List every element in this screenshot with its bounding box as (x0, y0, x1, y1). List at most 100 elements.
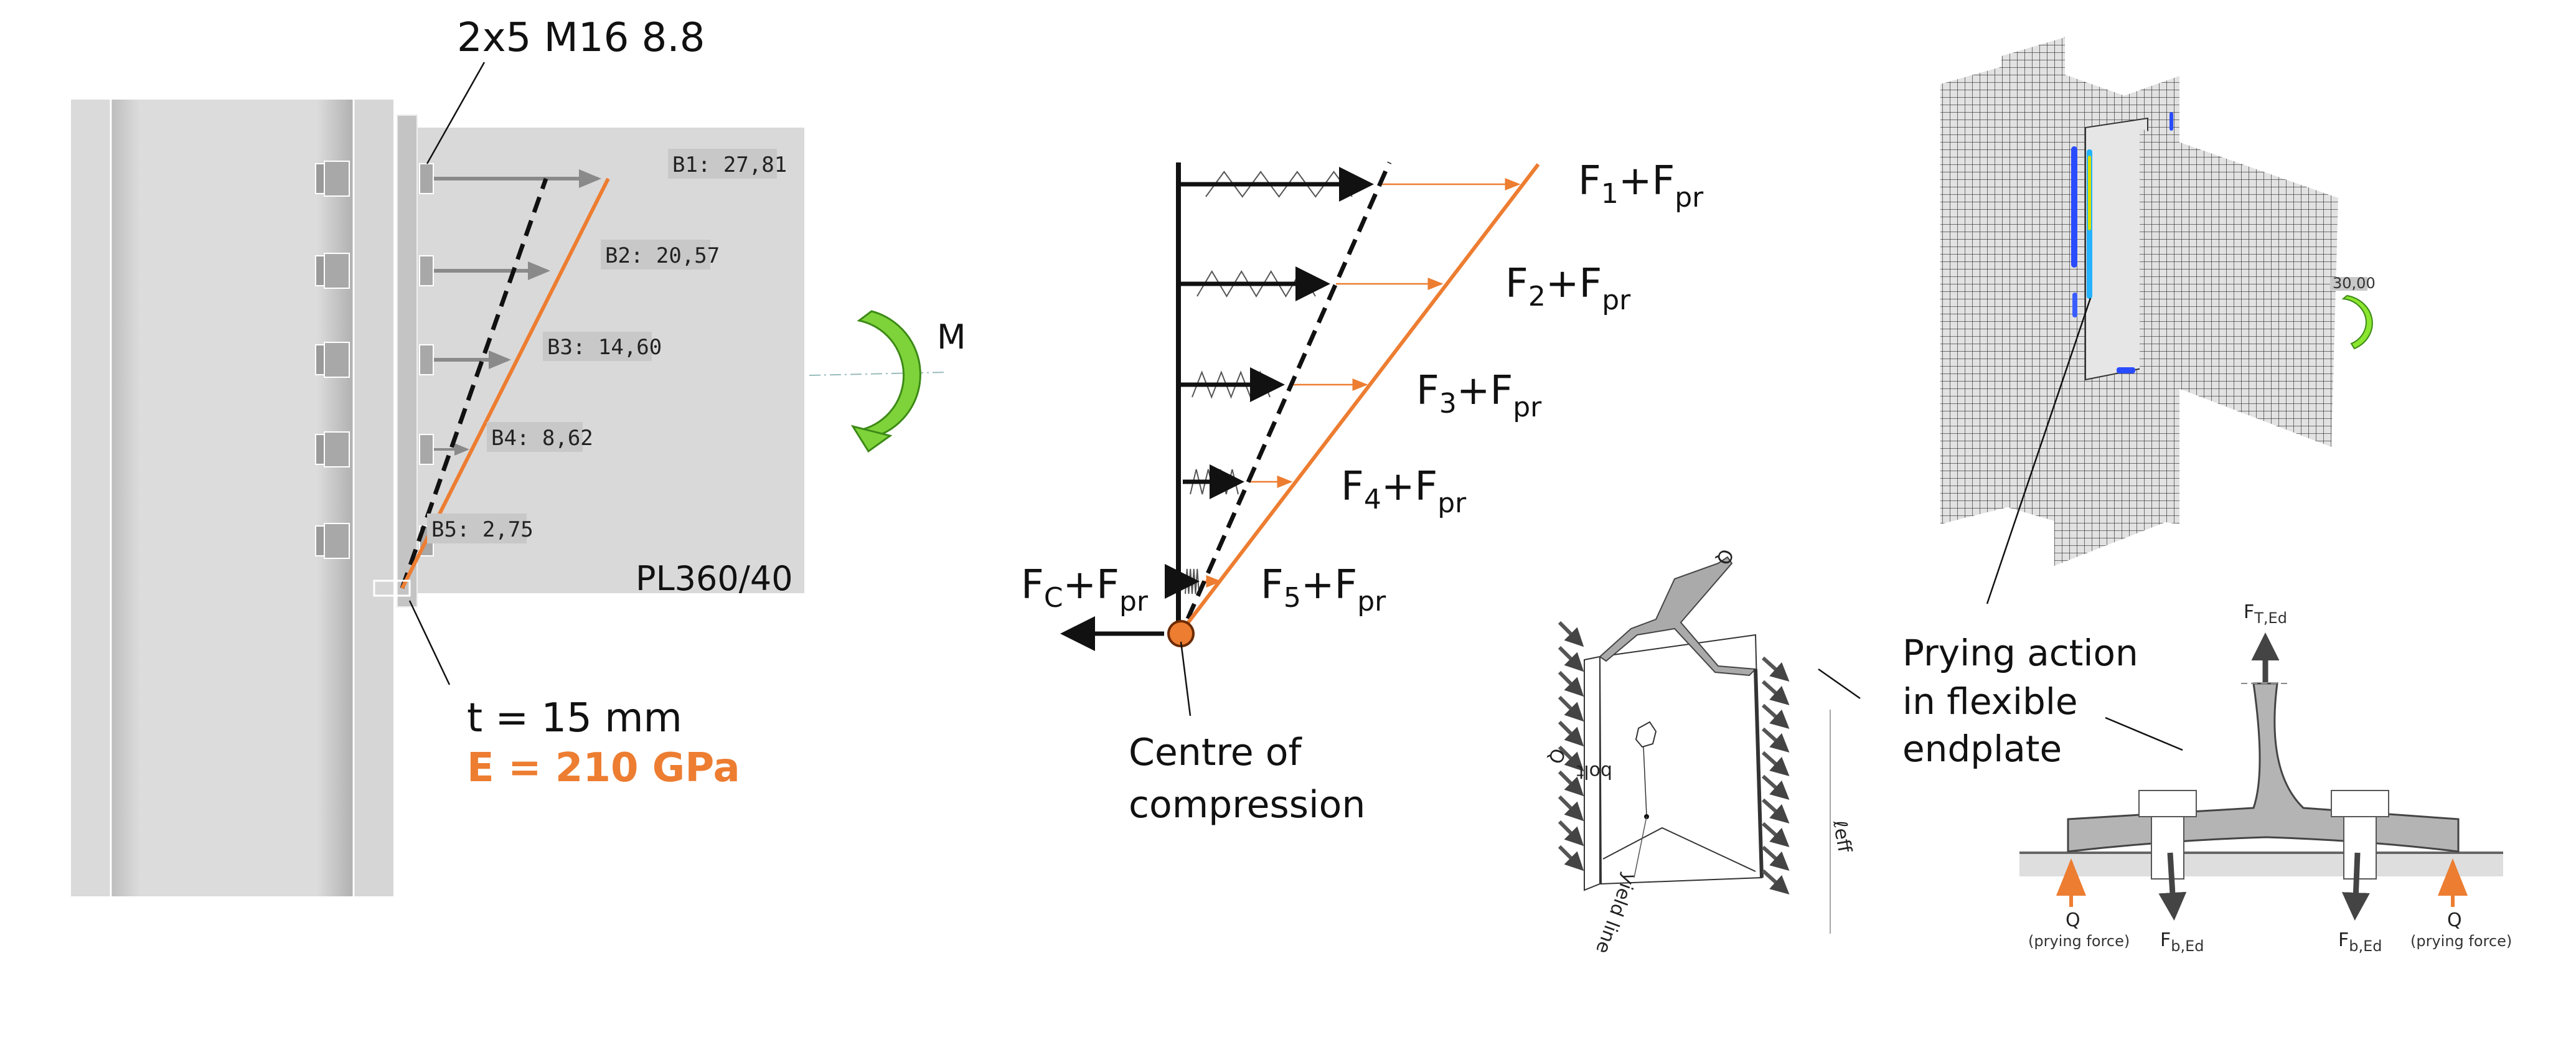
fe-model-leader (1986, 298, 2092, 604)
bolt-nut-icon (324, 523, 350, 559)
load-arrow-icon (1761, 845, 1790, 871)
bolt-row-black-arrows (1165, 167, 1374, 599)
compression-point-marker (373, 580, 411, 597)
bolt-nut-icon (419, 163, 434, 194)
bolt-spec-label: 2x5 M16 8.8 (457, 15, 705, 61)
distributed-load-arrows (1558, 621, 1790, 895)
bolt-row-2 (315, 253, 434, 289)
bolt-head-icon (315, 163, 325, 194)
prying-label-line3: endplate (1902, 728, 2062, 770)
fe-moment-value-box (2330, 277, 2367, 291)
bolt-nut-icon (419, 255, 434, 286)
iso-q-left-label: Q (1543, 745, 1569, 766)
prying-increment-arrows (1204, 178, 1521, 588)
bolt-force-arrows (434, 169, 601, 456)
moment-arrow-icon (857, 310, 921, 437)
plate-label: PL360/40 (636, 559, 793, 598)
fe-moment-arrow-icon (2341, 294, 2373, 350)
bolt-nut-icon (419, 434, 434, 465)
tstub-flange-left (1584, 655, 1601, 891)
load-arrow-icon (1558, 621, 1584, 647)
load-arrow-icon (1558, 695, 1584, 722)
row-force-label-2: F2+Fpr (1505, 261, 1631, 316)
flexible-force-line (1186, 163, 1540, 624)
moment-label: M (937, 317, 966, 357)
load-arrow-icon (1558, 745, 1584, 772)
bolt-row-4 (315, 431, 434, 467)
load-arrow-icon (1558, 845, 1584, 871)
row-force-label-1: F1+Fpr (1578, 158, 1704, 214)
beam-web-mesh (2140, 128, 2338, 447)
bolt-nut-icon (324, 431, 350, 467)
bolt-force-b2: B2: 20,57 (605, 243, 720, 268)
load-arrow-icon (1558, 720, 1584, 747)
tstub-flange-deformed (2067, 682, 2460, 853)
fe-moment-value: 30,00 (2333, 274, 2376, 292)
bolt-head-icon (315, 344, 325, 375)
row-force-label-4: F4+Fpr (1341, 464, 1467, 519)
bolt-row-3 (315, 342, 434, 378)
bolt-label: bolt (1576, 761, 1612, 782)
load-arrow-icon (1761, 822, 1790, 848)
thickness-label: t = 15 mm (467, 695, 682, 741)
prying-leader-right (2105, 716, 2183, 751)
bolt-force-label-left: Fb,Ed (2160, 929, 2204, 955)
modulus-label: E = 210 GPa (467, 745, 740, 791)
prying-note-left: (prying force) (2028, 932, 2130, 950)
endplate-mesh (2085, 117, 2148, 381)
row-force-labels: F1+Fpr F2+Fpr F3+Fpr F4+Fpr F5+Fpr FC+Fp… (1021, 158, 1704, 617)
bolt-force-labels: B1: 27,81 B2: 20,57 B3: 14,60 B4: 8,62 B… (427, 149, 787, 543)
load-arrow-icon (1761, 751, 1790, 777)
column-flange-left (71, 100, 111, 896)
load-arrow-icon (1761, 680, 1790, 706)
isometric-tstub-figure: ℓeff bolt yield line Q Q (1543, 546, 1855, 956)
spring-model-figure: F1+Fpr F2+Fpr F3+Fpr F4+Fpr F5+Fpr FC+Fp… (1021, 158, 1704, 827)
bolt-head-icon (315, 434, 325, 465)
bolt-force-b3: B3: 14,60 (547, 335, 662, 360)
end-plate (397, 115, 418, 608)
load-arrow-icon (1558, 670, 1584, 697)
bolt-nut-icon (324, 253, 350, 289)
load-arrow-icon (1761, 869, 1790, 895)
bolt-nut-icon (324, 161, 350, 197)
bolt-head-icon (1635, 721, 1657, 748)
tension-force-label: FT,Ed (2244, 601, 2287, 627)
fe-mesh-model: 30,00 (1940, 37, 2376, 604)
bolt-force-b4: B4: 8,62 (491, 426, 593, 451)
load-arrow-icon (1558, 645, 1584, 672)
nut-left (2138, 790, 2197, 817)
load-arrow-icon (1761, 774, 1790, 800)
spring-icon-1 (1205, 171, 1353, 198)
stress-contours (2071, 112, 2173, 373)
bolt-force-arrow-left (2158, 852, 2187, 921)
row-force-label-3: F3+Fpr (1416, 368, 1542, 423)
column-flange-right (354, 100, 393, 896)
prying-q-left: Q (2066, 909, 2080, 931)
centre-leader (1180, 641, 1192, 716)
bolt-force-b1: B1: 27,81 (672, 152, 787, 177)
centre-of-compression-label-line2: compression (1129, 783, 1365, 827)
column-web (111, 100, 354, 896)
nut-right (2331, 790, 2389, 817)
bolt-left (2151, 816, 2184, 880)
tstub-section-figure: FT,Ed Fb,Ed Fb,Ed Q Q (prying force) (pr… (2019, 601, 2512, 955)
bolt-row-1 (315, 161, 434, 197)
thickness-leader (408, 600, 451, 685)
load-arrow-icon (1761, 798, 1790, 824)
prying-label-line2: in flexible (1902, 680, 2078, 723)
support-plate (2019, 853, 2503, 876)
bolt-force-arrow-right (2341, 852, 2370, 921)
load-arrow-icon (1558, 795, 1584, 822)
bolt-head-icon (315, 525, 325, 556)
bolt-force-b5: B5: 2,75 (431, 517, 534, 542)
prying-q-right: Q (2447, 909, 2462, 931)
leff-label: ℓeff (1828, 818, 1856, 855)
bolt-spec-leader (426, 62, 486, 164)
prying-leader-left (1818, 668, 1861, 700)
prying-label-line1: Prying action (1902, 632, 2138, 674)
rigid-rotation-line (400, 177, 548, 589)
bolts (315, 161, 434, 559)
bolt-nut-icon (324, 342, 350, 378)
centre-of-compression-label-line1: Centre of (1129, 731, 1302, 774)
